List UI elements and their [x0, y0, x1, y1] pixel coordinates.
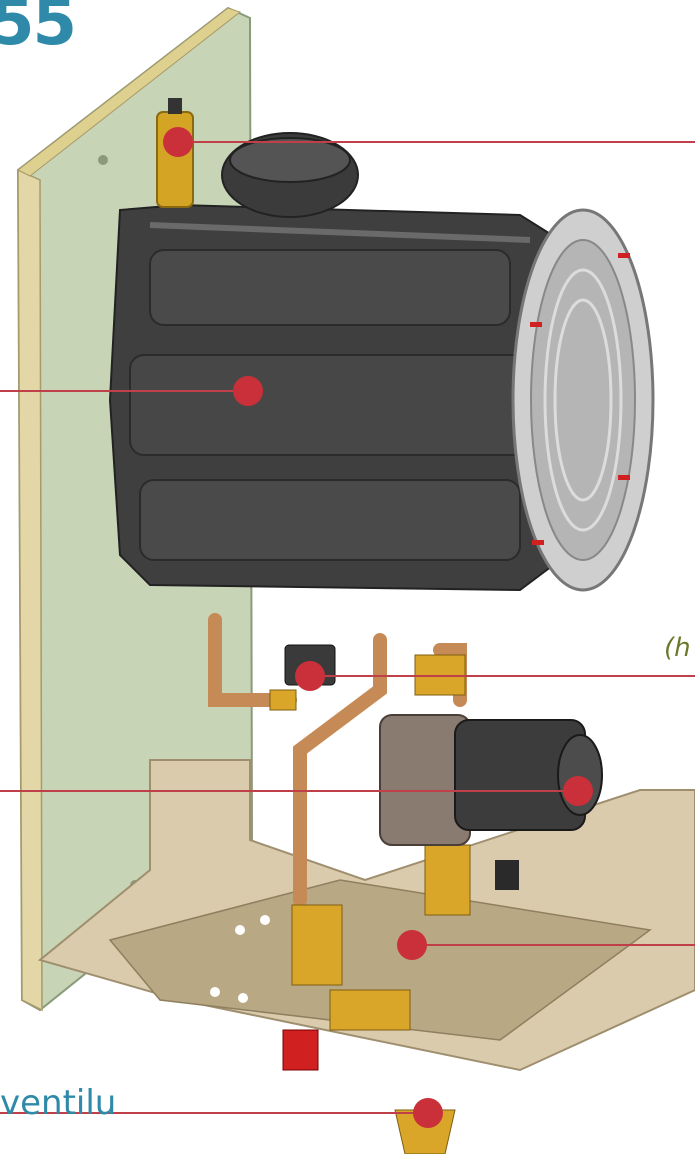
callout-markers: [163, 127, 593, 1128]
leader-lines: [0, 141, 695, 1114]
marker-pump[interactable]: [563, 776, 593, 806]
italic-caption: (h: [664, 633, 691, 663]
bottom-tray: [37, 759, 695, 1072]
marker-sensor-block[interactable]: [295, 661, 325, 691]
marker-air-vent[interactable]: [163, 127, 193, 157]
marker-bottom-valve[interactable]: [397, 930, 427, 960]
heat-exchanger-body: [108, 132, 655, 592]
bottom-caption: ventilu: [0, 1083, 117, 1123]
marker-heat-exchanger[interactable]: [233, 376, 263, 406]
page-number: 55: [0, 0, 77, 60]
marker-bottom-fitting[interactable]: [413, 1098, 443, 1128]
